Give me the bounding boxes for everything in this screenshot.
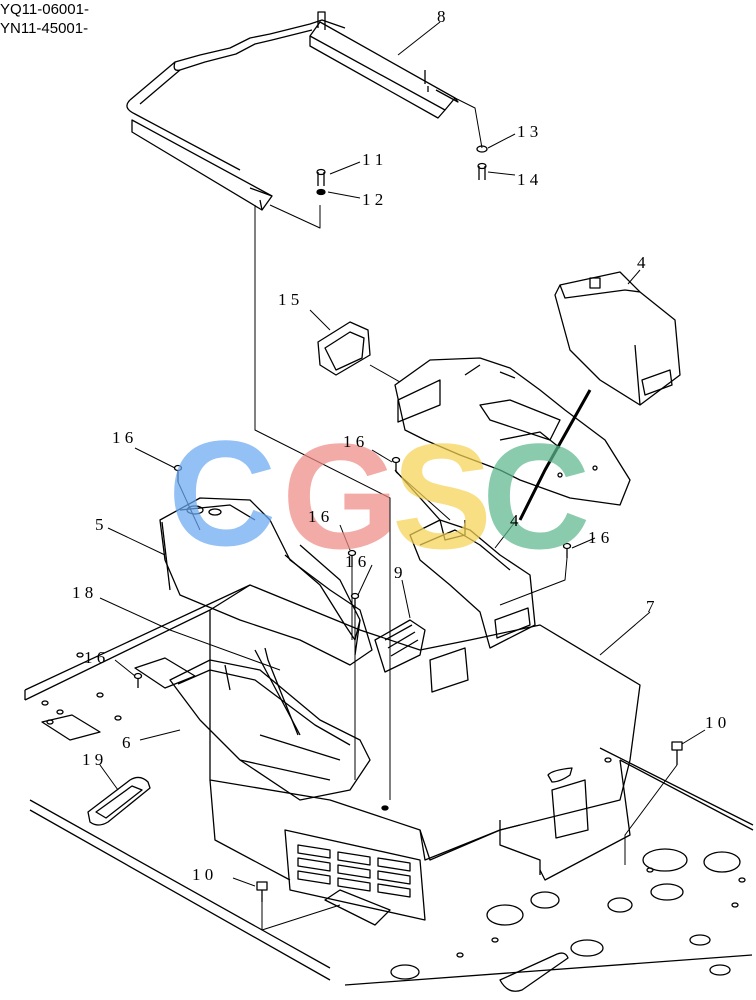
callout-19: 1 9 (82, 750, 103, 769)
box-part-6 (169, 647, 371, 801)
callout-12: 1 2 (362, 190, 383, 209)
bolt-part-11 (316, 168, 326, 186)
callout-16-c: 1 6 (308, 507, 329, 526)
callout-labels: 8 1 3 1 4 1 1 1 2 4 1 5 1 6 1 6 1 6 1 6 … (72, 7, 726, 884)
watermark-letter-c1: C (168, 409, 276, 577)
callout-8: 8 (437, 7, 446, 26)
callout-10-right: 1 0 (705, 713, 726, 732)
callout-4-middle: 4 (510, 511, 519, 530)
callout-13: 1 3 (517, 122, 538, 141)
callout-5: 5 (95, 515, 104, 534)
serial-line-2: YN11-45001- (0, 20, 89, 37)
pad-part-15 (317, 321, 371, 376)
callout-16-f: 1 6 (84, 648, 105, 667)
floor-plate (24, 584, 754, 992)
console-frame (394, 357, 631, 521)
watermark-letter-g: G (282, 412, 399, 580)
callout-4-upper: 4 (637, 253, 646, 272)
console-part-5 (159, 497, 373, 666)
callout-10-lower: 1 0 (192, 865, 213, 884)
serial-line-1: YQ11-06001- (0, 1, 89, 18)
watermark-letter-c2: C (482, 412, 590, 580)
cover-part-4-middle (394, 469, 536, 649)
callout-16-b: 1 6 (343, 432, 364, 451)
cover-part-4-upper (554, 271, 681, 406)
callout-18: 1 8 (72, 583, 93, 602)
washer-part-13 (476, 145, 488, 153)
callout-11: 1 1 (362, 150, 383, 169)
bolts-part-16 (133, 456, 572, 780)
washer-part-12 (316, 188, 326, 196)
callout-16-d: 1 6 (345, 552, 366, 571)
callout-7: 7 (646, 597, 655, 616)
callout-14: 1 4 (517, 170, 539, 189)
vent-grille (284, 829, 426, 926)
callout-15: 1 5 (278, 290, 299, 309)
bolt-part-14 (477, 162, 487, 180)
bolts-part-10 (256, 741, 683, 931)
callout-9: 9 (394, 563, 403, 582)
callout-6: 6 (122, 733, 131, 752)
callout-16-e: 1 6 (588, 528, 609, 547)
cover-part-7 (209, 584, 641, 881)
frame-part-8 (126, 11, 483, 800)
controller-part-9 (374, 619, 469, 693)
serial-range-header: YQ11-06001- YN11-45001- (0, 0, 89, 38)
pad-part-19 (87, 776, 151, 826)
leader-lines (99, 21, 706, 887)
watermark-letter-s: S (392, 412, 492, 580)
cgsc-watermark: C G S C (168, 409, 590, 580)
callout-16-a: 1 6 (112, 428, 133, 447)
